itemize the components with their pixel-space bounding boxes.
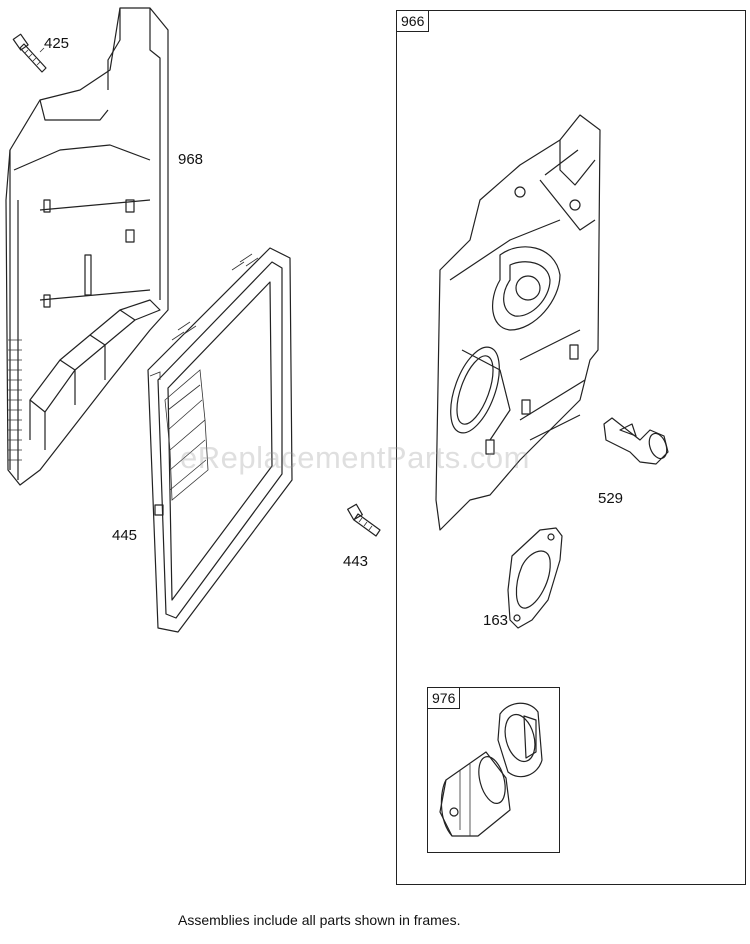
callout-425: 425	[44, 35, 70, 52]
gasket-163-drawing	[507, 527, 563, 629]
watermark: eReplacementParts.com	[180, 440, 530, 475]
screw-425-drawing	[12, 33, 47, 73]
assembly-frame-976	[427, 687, 560, 853]
frame-tag-976: 976	[427, 687, 461, 709]
air-cleaner-base-968-drawing	[5, 7, 169, 486]
assembly-frame-966	[396, 10, 746, 885]
air-filter-445-drawing	[147, 247, 293, 633]
callout-443: 443	[343, 553, 369, 570]
callout-445: 445	[112, 527, 138, 544]
footnote: Assemblies include all parts shown in fr…	[178, 912, 461, 928]
callout-529: 529	[598, 490, 624, 507]
assembly-966-drawing	[435, 114, 601, 531]
assembly-976-drawing	[439, 702, 543, 837]
leader-lines	[39, 47, 45, 53]
frame-tag-966: 966	[396, 10, 430, 32]
callout-968: 968	[178, 151, 204, 168]
elbow-fitting-529-drawing	[603, 417, 669, 465]
callout-163: 163	[483, 612, 509, 629]
bolt-443-drawing	[347, 503, 381, 537]
